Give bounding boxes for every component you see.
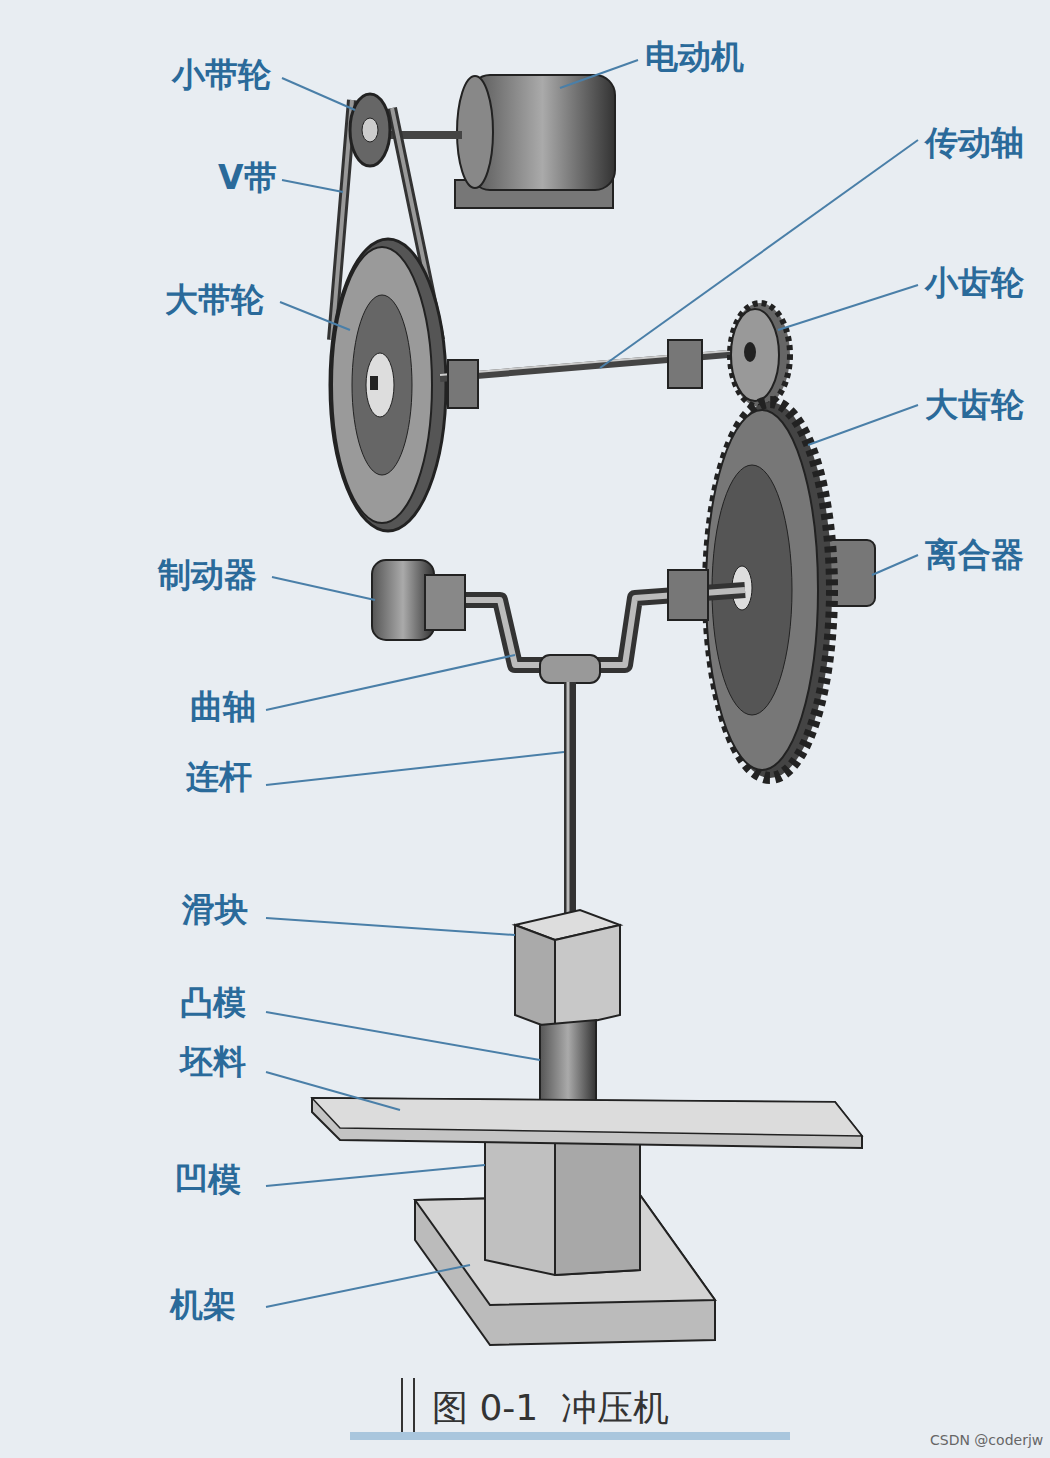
part-label: 凸模 (180, 985, 246, 1021)
transmission-shaft (440, 340, 752, 408)
connecting-rod (564, 682, 576, 925)
part-label: 大带轮 (165, 282, 264, 318)
blank-sheet (312, 1098, 862, 1148)
part-label: 坯料 (180, 1044, 246, 1080)
small-gear (730, 303, 790, 407)
blank-top (312, 1098, 862, 1136)
die-and-frame (415, 1130, 715, 1345)
part-label: 机架 (170, 1287, 236, 1323)
belt-drive (330, 94, 446, 531)
figure-caption: 图 0-1 冲压机 (432, 1388, 669, 1428)
part-label: V带 (218, 160, 277, 196)
part-label: 凹模 (175, 1162, 241, 1198)
crankshaft (372, 560, 745, 683)
connecting-rod-shine (567, 682, 570, 925)
part-label: 小带轮 (172, 57, 271, 93)
part-label: 离合器 (925, 537, 1024, 573)
part-label: 大齿轮 (925, 387, 1024, 423)
part-label: 电动机 (645, 39, 744, 75)
part-label: 连杆 (186, 759, 252, 795)
part-label: 制动器 (158, 557, 257, 593)
part-label: 滑块 (182, 892, 248, 928)
leader-lines (266, 60, 918, 1307)
slider (515, 910, 620, 1030)
part-label: 小齿轮 (925, 265, 1024, 301)
caption-bars (350, 1378, 790, 1440)
watermark: CSDN @coderjw (930, 1432, 1043, 1448)
part-label: 曲轴 (190, 689, 256, 725)
part-label: 传动轴 (925, 125, 1024, 161)
